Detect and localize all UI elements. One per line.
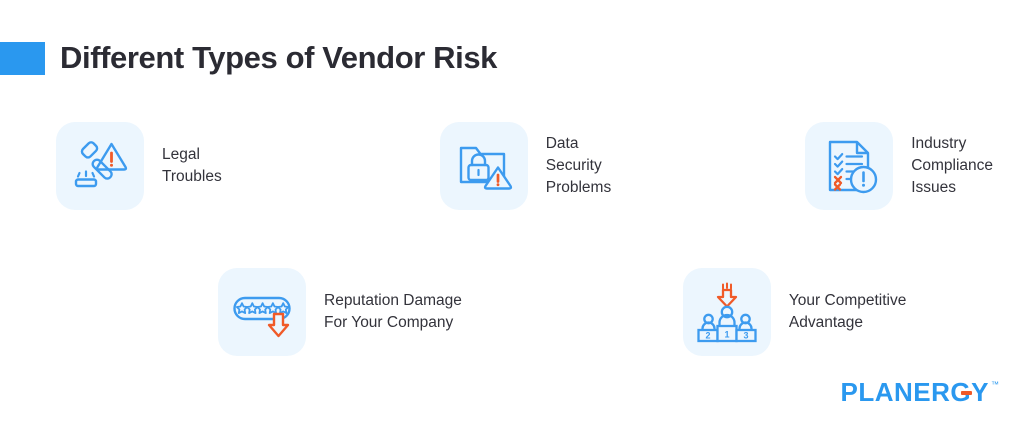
risk-label-data-security: Data Security Problems	[546, 133, 616, 199]
risk-label-line1: Legal Troubles	[162, 146, 222, 185]
risk-item-reputation-damage: Reputation Damage For Your Company	[218, 268, 462, 356]
risk-row-bottom: Reputation Damage For Your Company	[218, 268, 906, 356]
podium-number-3: 3	[743, 331, 748, 341]
checklist-document-alert-icon	[805, 122, 894, 210]
podium-number-2: 2	[705, 331, 710, 341]
risk-label-legal-troubles: Legal Troubles	[162, 144, 240, 188]
risk-label-line2: Advantage	[788, 314, 863, 331]
planergy-logo: PLANERGY ™	[841, 379, 999, 405]
risk-label-reputation-damage: Reputation Damage For Your Company	[324, 290, 462, 334]
folder-lock-warning-icon	[439, 122, 528, 210]
logo-trademark: ™	[991, 380, 999, 389]
risk-label-competitive-advantage: Your Competitive Advantage	[789, 290, 906, 334]
risk-item-legal-troubles: Legal Troubles	[56, 122, 240, 210]
risk-item-industry-compliance: Industry Compliance Issues	[805, 122, 1024, 210]
risk-item-data-security: Data Security Problems	[439, 122, 616, 210]
page-header: Different Types of Vendor Risk	[0, 40, 497, 76]
page-title: Different Types of Vendor Risk	[60, 40, 498, 75]
logo-accent-mark	[961, 391, 972, 395]
risk-label-line2: Issues	[911, 179, 956, 196]
risk-label-line1: Reputation Damage	[324, 292, 462, 309]
risk-row-top: Legal Troubles Data Security Problems	[56, 122, 1024, 210]
podium-number-1: 1	[724, 330, 729, 340]
risk-label-line1: Industry Compliance	[911, 135, 994, 174]
risk-label-line1: Your Competitive	[788, 292, 907, 309]
risk-label-line2: For Your Company	[324, 314, 454, 331]
risk-label-line2: Problems	[545, 179, 612, 196]
header-accent-block	[0, 41, 45, 75]
risk-label-line1: Data Security	[545, 135, 602, 174]
podium-ranking-down-arrow-icon: 2 1 3	[682, 268, 771, 356]
gavel-warning-icon	[56, 122, 144, 210]
risk-label-industry-compliance: Industry Compliance Issues	[911, 133, 1024, 199]
risk-item-competitive-advantage: 2 1 3 Your Competitive Advantage	[682, 268, 906, 356]
star-rating-down-arrow-icon	[218, 268, 306, 356]
